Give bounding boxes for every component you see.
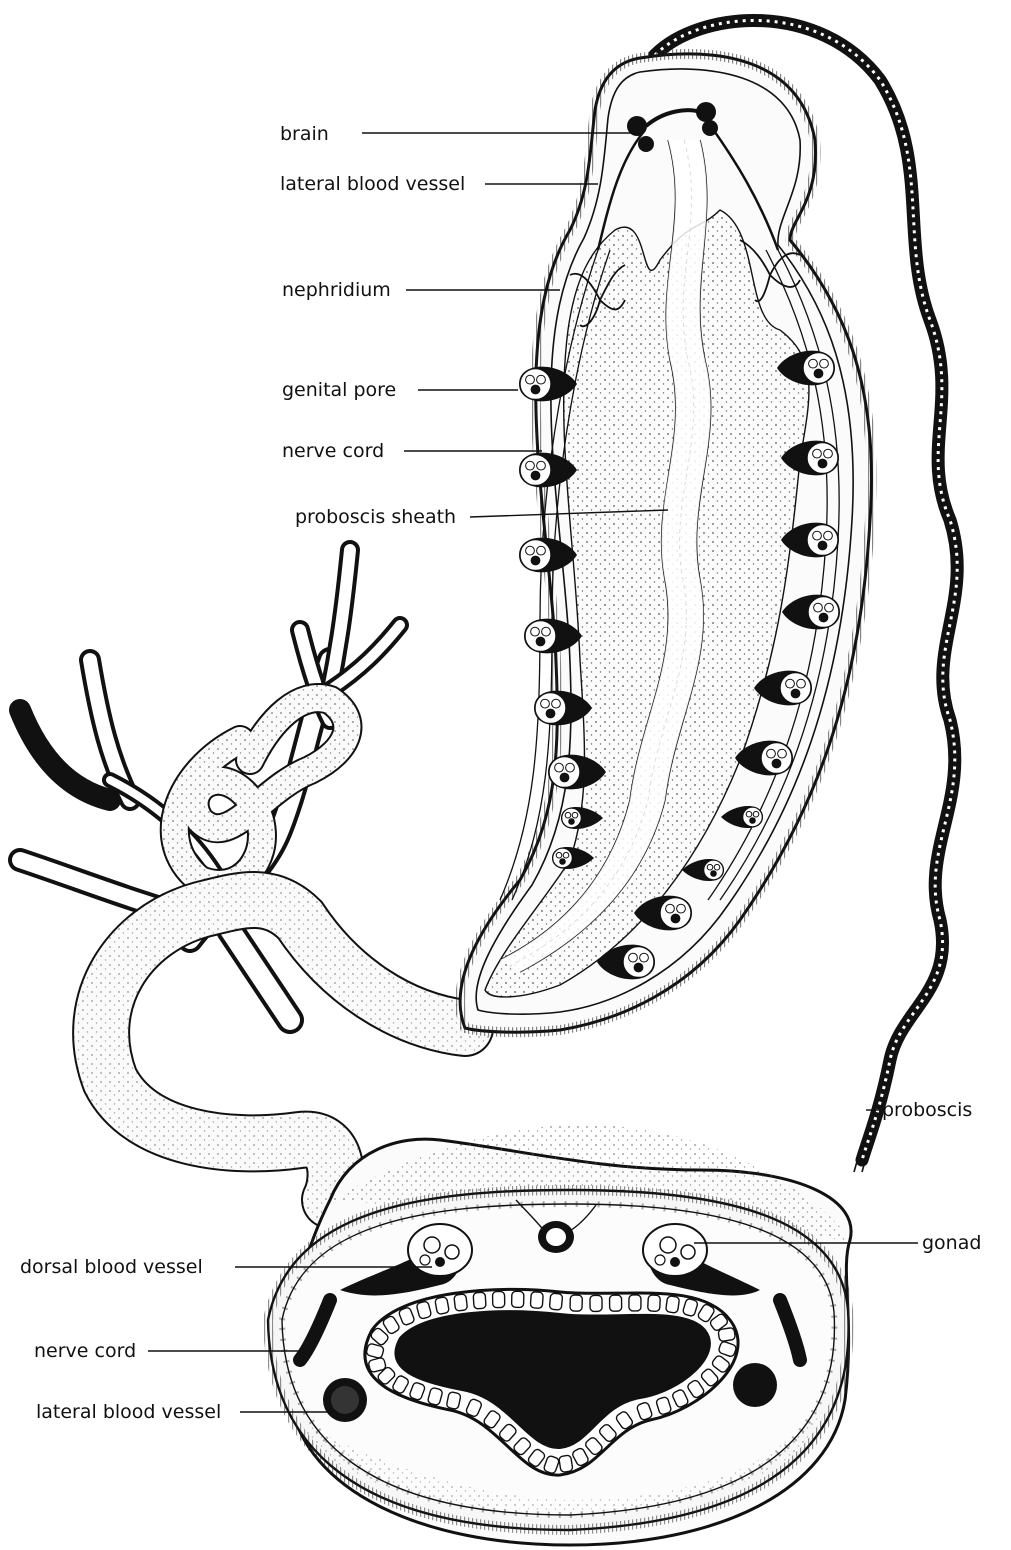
- gut-cell: [435, 1297, 450, 1315]
- gut-cell: [559, 1455, 573, 1473]
- label-nerve-cord-top: nerve cord: [282, 440, 384, 462]
- gut-cell: [454, 1294, 468, 1311]
- label-nerve-cord-bottom: nerve cord: [34, 1340, 136, 1362]
- label-nephridium: nephridium: [282, 279, 391, 301]
- gut-cell: [549, 1293, 562, 1310]
- gut-cell: [446, 1391, 461, 1409]
- gut-cell: [666, 1296, 680, 1314]
- label-proboscis-sheath: proboscis sheath: [295, 506, 456, 528]
- cross-section: [268, 1125, 851, 1545]
- label-lateral-blood-vessel-top: lateral blood vessel: [280, 173, 465, 195]
- gut-cell: [492, 1291, 504, 1307]
- gut-cell: [609, 1295, 621, 1311]
- label-genital-pore: genital pore: [282, 379, 396, 401]
- gut-cell: [570, 1295, 582, 1311]
- gut-cell: [648, 1295, 661, 1312]
- label-dorsal-blood-vessel: dorsal blood vessel: [20, 1256, 203, 1278]
- label-proboscis: proboscis: [882, 1099, 972, 1121]
- label-brain: brain: [280, 123, 329, 145]
- label-lateral-blood-vessel-bottom: lateral blood vessel: [36, 1401, 221, 1423]
- gut-cell: [473, 1292, 486, 1309]
- label-gonad: gonad: [922, 1232, 981, 1254]
- gut-cell: [530, 1292, 543, 1309]
- gut-cell: [718, 1327, 736, 1341]
- gut-cell: [512, 1291, 524, 1307]
- gut-cell: [590, 1295, 602, 1311]
- gut-cell: [629, 1295, 641, 1311]
